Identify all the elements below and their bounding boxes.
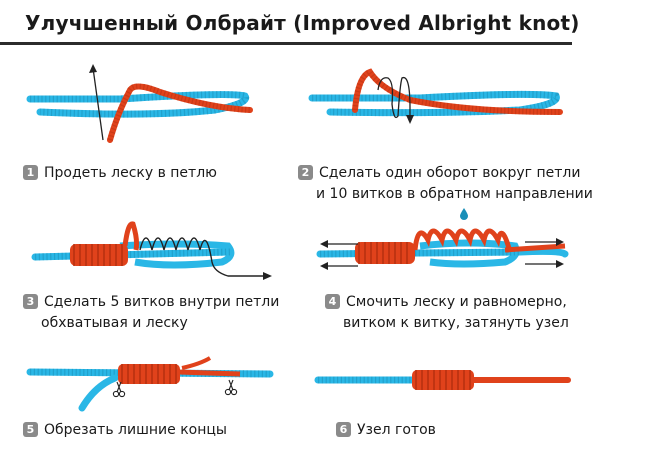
step-6-red-knot-stripes bbox=[415, 370, 471, 390]
step-3-red-tail bbox=[122, 221, 140, 251]
step-4-water-drop-icon bbox=[460, 208, 468, 220]
step-2-caption: 2 Сделать один оборот вокруг петли и 10 в… bbox=[298, 163, 593, 205]
step-3-text-line2: обхватывая и леску bbox=[41, 315, 188, 331]
step-1-badge: 1 bbox=[23, 165, 38, 180]
step-4-blue-loop bbox=[419, 239, 520, 268]
step-2-coil-arrow bbox=[377, 76, 411, 120]
step-5-blue-cut-end bbox=[78, 374, 119, 412]
step-5-red-knot-stripes bbox=[121, 364, 177, 384]
page-title: Улучшенный Олбрайт (Improved Albright kn… bbox=[25, 11, 580, 35]
step-2-text: Сделать один оборот вокруг петли bbox=[319, 165, 581, 181]
step-5-caption: 5 Обрезать лишние концы bbox=[23, 420, 227, 441]
step-5-text: Обрезать лишние концы bbox=[44, 422, 227, 438]
step-4-text: Смочить леску и равномерно, bbox=[346, 294, 567, 310]
step-6-badge: 6 bbox=[336, 422, 351, 437]
step-5-red-cut-end bbox=[181, 356, 212, 370]
step-4-blue-main bbox=[316, 247, 569, 258]
step-4-red-loops bbox=[412, 228, 513, 253]
step-6-caption: 6 Узел готов bbox=[336, 420, 436, 441]
step-3-caption: 3 Сделать 5 витков внутри петли обхватыва… bbox=[23, 292, 279, 334]
step-4-text-line2: витком к витку, затянуть узел bbox=[343, 315, 569, 331]
step-5-badge: 5 bbox=[23, 422, 38, 437]
scissors-icon-right bbox=[224, 379, 238, 396]
step-1-caption: 1 Продеть леску в петлю bbox=[23, 163, 217, 184]
step-3-blue-loop bbox=[119, 240, 235, 269]
step-2-badge: 2 bbox=[298, 165, 313, 180]
step-1-text: Продеть леску в петлю bbox=[44, 165, 217, 181]
step-5-red-tail bbox=[177, 369, 241, 377]
step-6-text: Узел готов bbox=[357, 422, 436, 438]
step-4-red-coils bbox=[355, 242, 415, 264]
scissors-icon-left bbox=[112, 381, 126, 398]
step-4-arrow-right-top-head bbox=[556, 238, 564, 246]
step-3-arrow-head bbox=[263, 272, 272, 280]
step-4-red-coil-stripes bbox=[358, 242, 408, 264]
step-3-blue-main bbox=[31, 248, 234, 261]
step-2-red-texture bbox=[352, 68, 561, 115]
step-3-red-coil-stripes bbox=[73, 244, 123, 266]
step-4-arrow-left-top-head bbox=[320, 240, 328, 248]
step-3-wraps bbox=[139, 237, 268, 277]
step-1-arrow bbox=[92, 67, 104, 141]
step-2-blue-texture bbox=[312, 90, 560, 117]
step-4-arrow-left-bottom-head bbox=[320, 262, 328, 270]
step-4-caption: 4 Смочить леску и равномерно, витком к ви… bbox=[325, 292, 569, 334]
step-3-badge: 3 bbox=[23, 294, 38, 309]
step-1-blue-loop-texture bbox=[30, 91, 250, 118]
step-2-text-line2: и 10 витков в обратном направлении bbox=[316, 186, 593, 202]
step-3-red-coils bbox=[70, 244, 128, 266]
step-4-badge: 4 bbox=[325, 294, 340, 309]
step-1-red-texture bbox=[107, 83, 251, 141]
step-2-arrow-head bbox=[406, 115, 414, 124]
step-4-red-tail bbox=[504, 243, 566, 253]
step-3-text: Сделать 5 витков внутри петли bbox=[44, 294, 280, 310]
step-1-arrow-head bbox=[89, 64, 97, 73]
title-underline bbox=[0, 42, 572, 45]
step-4-arrow-right-bottom-head bbox=[556, 260, 564, 268]
